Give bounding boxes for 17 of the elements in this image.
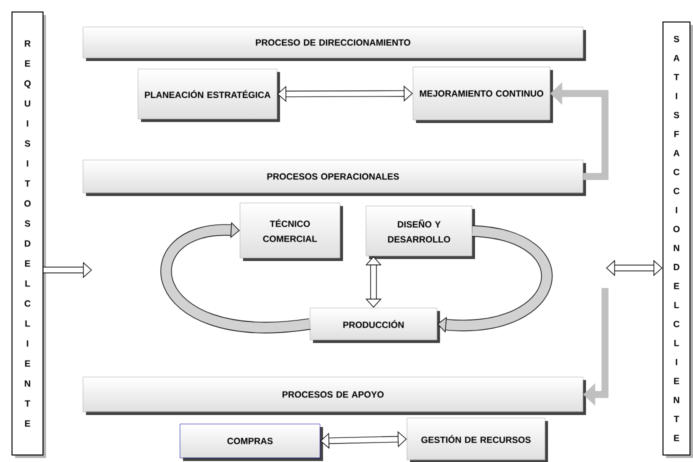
block-arrow (606, 260, 662, 276)
block-arrow (160, 222, 310, 334)
vertical-text-box: REQUISITOS DEL CLIENTE (12, 12, 46, 458)
block-arrow (277, 85, 413, 102)
process-band: PROCESO DE DIRECCIONAMIENTO (82, 26, 586, 61)
block-arrow (437, 225, 552, 333)
process-band: PROCESOS DE APOYO (82, 376, 586, 415)
process-box: MEJORAMIENTO CONTINUO (412, 66, 553, 123)
process-box: GESTIÓN DE RECURSOS (406, 418, 548, 462)
process-box: COMPRAS (180, 424, 323, 461)
process-band: PROCESOS OPERACIONALES (82, 160, 586, 196)
block-arrow (320, 431, 407, 449)
block-arrow (365, 256, 382, 308)
process-box: TÉCNICO COMERCIAL (240, 202, 343, 261)
process-box: DISEÑO Y DESARROLLO (366, 206, 475, 259)
process-box: PLANEACIÓN ESTRATÉGICA (138, 68, 280, 122)
process-box: PRODUCCIÓN (310, 308, 440, 343)
